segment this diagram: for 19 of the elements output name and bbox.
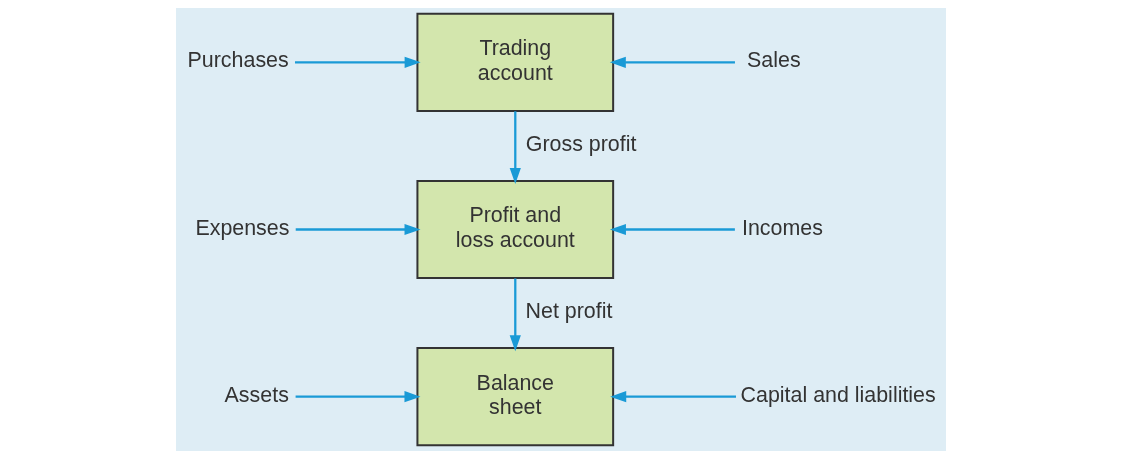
arrow: [609, 56, 735, 68]
node-text: Incomes: [741, 215, 823, 240]
node-text: Purchases: [187, 48, 289, 73]
node-text: Expenses: [194, 215, 289, 240]
arrow: [509, 278, 521, 352]
arrow: [294, 56, 421, 68]
arrow: [509, 111, 521, 185]
edge-label: Gross profit: [525, 131, 636, 156]
node-text: Sales: [746, 48, 801, 73]
arrow: [295, 391, 420, 403]
node-box: Trading account: [415, 12, 614, 112]
node-box: Balance sheet: [415, 347, 614, 447]
arrow: [609, 391, 736, 403]
node-text: Capital and liabilities: [740, 382, 936, 407]
arrow: [295, 223, 421, 236]
edge-label: Net profit: [525, 299, 612, 324]
node-text: Assets: [224, 382, 289, 407]
node-box: Profit and loss account: [415, 179, 614, 280]
arrow: [609, 223, 735, 236]
